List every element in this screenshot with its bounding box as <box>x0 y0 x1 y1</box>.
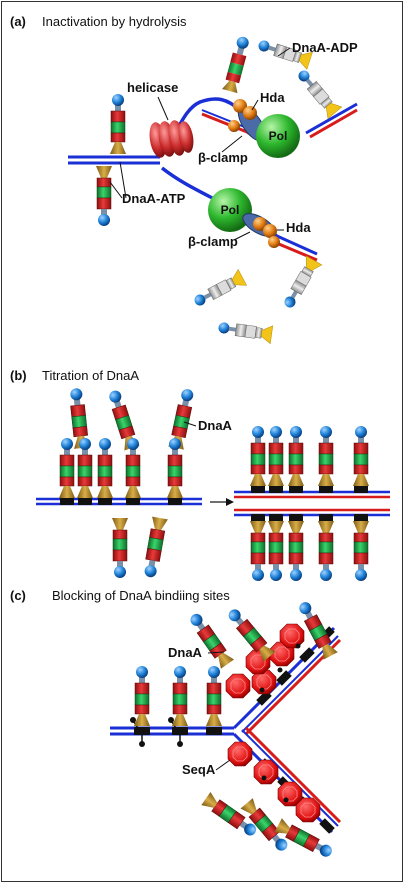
panel-b: (b) Titration of DnaA DnaA <box>10 368 390 582</box>
seqa-label: SeqA <box>182 762 216 777</box>
dnaa-b-label: DnaA <box>198 418 233 433</box>
hda-bottom-label: Hda <box>286 220 311 235</box>
dnaa-right-up-5 <box>352 425 370 487</box>
hda-top <box>233 99 257 120</box>
pol-top-label: Pol <box>269 129 288 143</box>
dnaa-right-down-4 <box>317 520 335 582</box>
dnaa-adp-free-2 <box>279 255 323 312</box>
clamp-top-label: β-clamp <box>198 150 248 165</box>
dnaa-adp-free-1 <box>190 269 247 311</box>
dnaa-bound-b1 <box>58 437 76 499</box>
dnaa-hydrolysing <box>222 36 249 94</box>
dnaa-atp-up <box>109 93 127 155</box>
panel-a: (a) Inactivation by hydrolysis h <box>10 14 358 344</box>
dnaa-free-b4 <box>111 517 129 579</box>
dna-right-b-top <box>234 486 390 499</box>
dnaa-free-b5 <box>141 516 169 579</box>
dnaa-right-up-3 <box>287 425 305 487</box>
dna-left-b <box>36 497 202 506</box>
pol-bottom-label: Pol <box>221 203 240 217</box>
parental-dna-c <box>110 717 234 747</box>
dnaa-right-down-1 <box>249 520 267 582</box>
dnaa-right-up-1 <box>249 425 267 487</box>
hda-bottom <box>253 217 277 238</box>
dnaa-adp-right <box>293 65 342 119</box>
dnaa-atp-down <box>95 165 113 227</box>
panel-c: (c) Blocking of DnaA bindiing sites <box>10 588 342 862</box>
parental-dna <box>68 155 160 165</box>
pol-bottom <box>208 188 252 232</box>
dnaa-right-up-4 <box>317 425 335 487</box>
dnaa-right-down-2 <box>267 520 285 582</box>
dnaa-atp-label: DnaA-ATP <box>122 191 186 206</box>
seqa-9 <box>295 797 321 823</box>
seqa-5 <box>279 623 305 649</box>
panel-b-letter: (b) <box>10 368 27 383</box>
panel-c-title: Blocking of DnaA bindiing sites <box>52 588 230 603</box>
panel-c-letter: (c) <box>10 588 26 603</box>
dnaa-adp-label: DnaA-ADP <box>292 40 358 55</box>
dnaa-c-bound-1 <box>133 665 151 727</box>
seqa-6 <box>227 741 253 767</box>
helicase-label: helicase <box>127 80 178 95</box>
dna-right-b-bottom <box>234 508 390 521</box>
pol-top <box>256 114 300 158</box>
dnaa-right-down-3 <box>287 520 305 582</box>
dnaa-c-label: DnaA <box>168 645 203 660</box>
hda-top-label: Hda <box>260 90 285 105</box>
dnaa-right-down-5 <box>352 520 370 582</box>
dnaa-c-bound-2 <box>171 665 189 727</box>
panel-a-letter: (a) <box>10 14 26 29</box>
helicase-ring <box>149 120 194 158</box>
seqa-7 <box>253 759 279 785</box>
clamp-bottom-label: β-clamp <box>188 234 238 249</box>
dnaa-right-up-2 <box>267 425 285 487</box>
dnaa-adp-free-3 <box>217 318 274 344</box>
panel-a-title: Inactivation by hydrolysis <box>42 14 187 29</box>
seqa-1 <box>225 673 251 699</box>
panel-b-title: Titration of DnaA <box>42 368 139 383</box>
dnaa-c-bound-3 <box>205 665 223 727</box>
dnaa-bound-b3 <box>96 437 114 499</box>
